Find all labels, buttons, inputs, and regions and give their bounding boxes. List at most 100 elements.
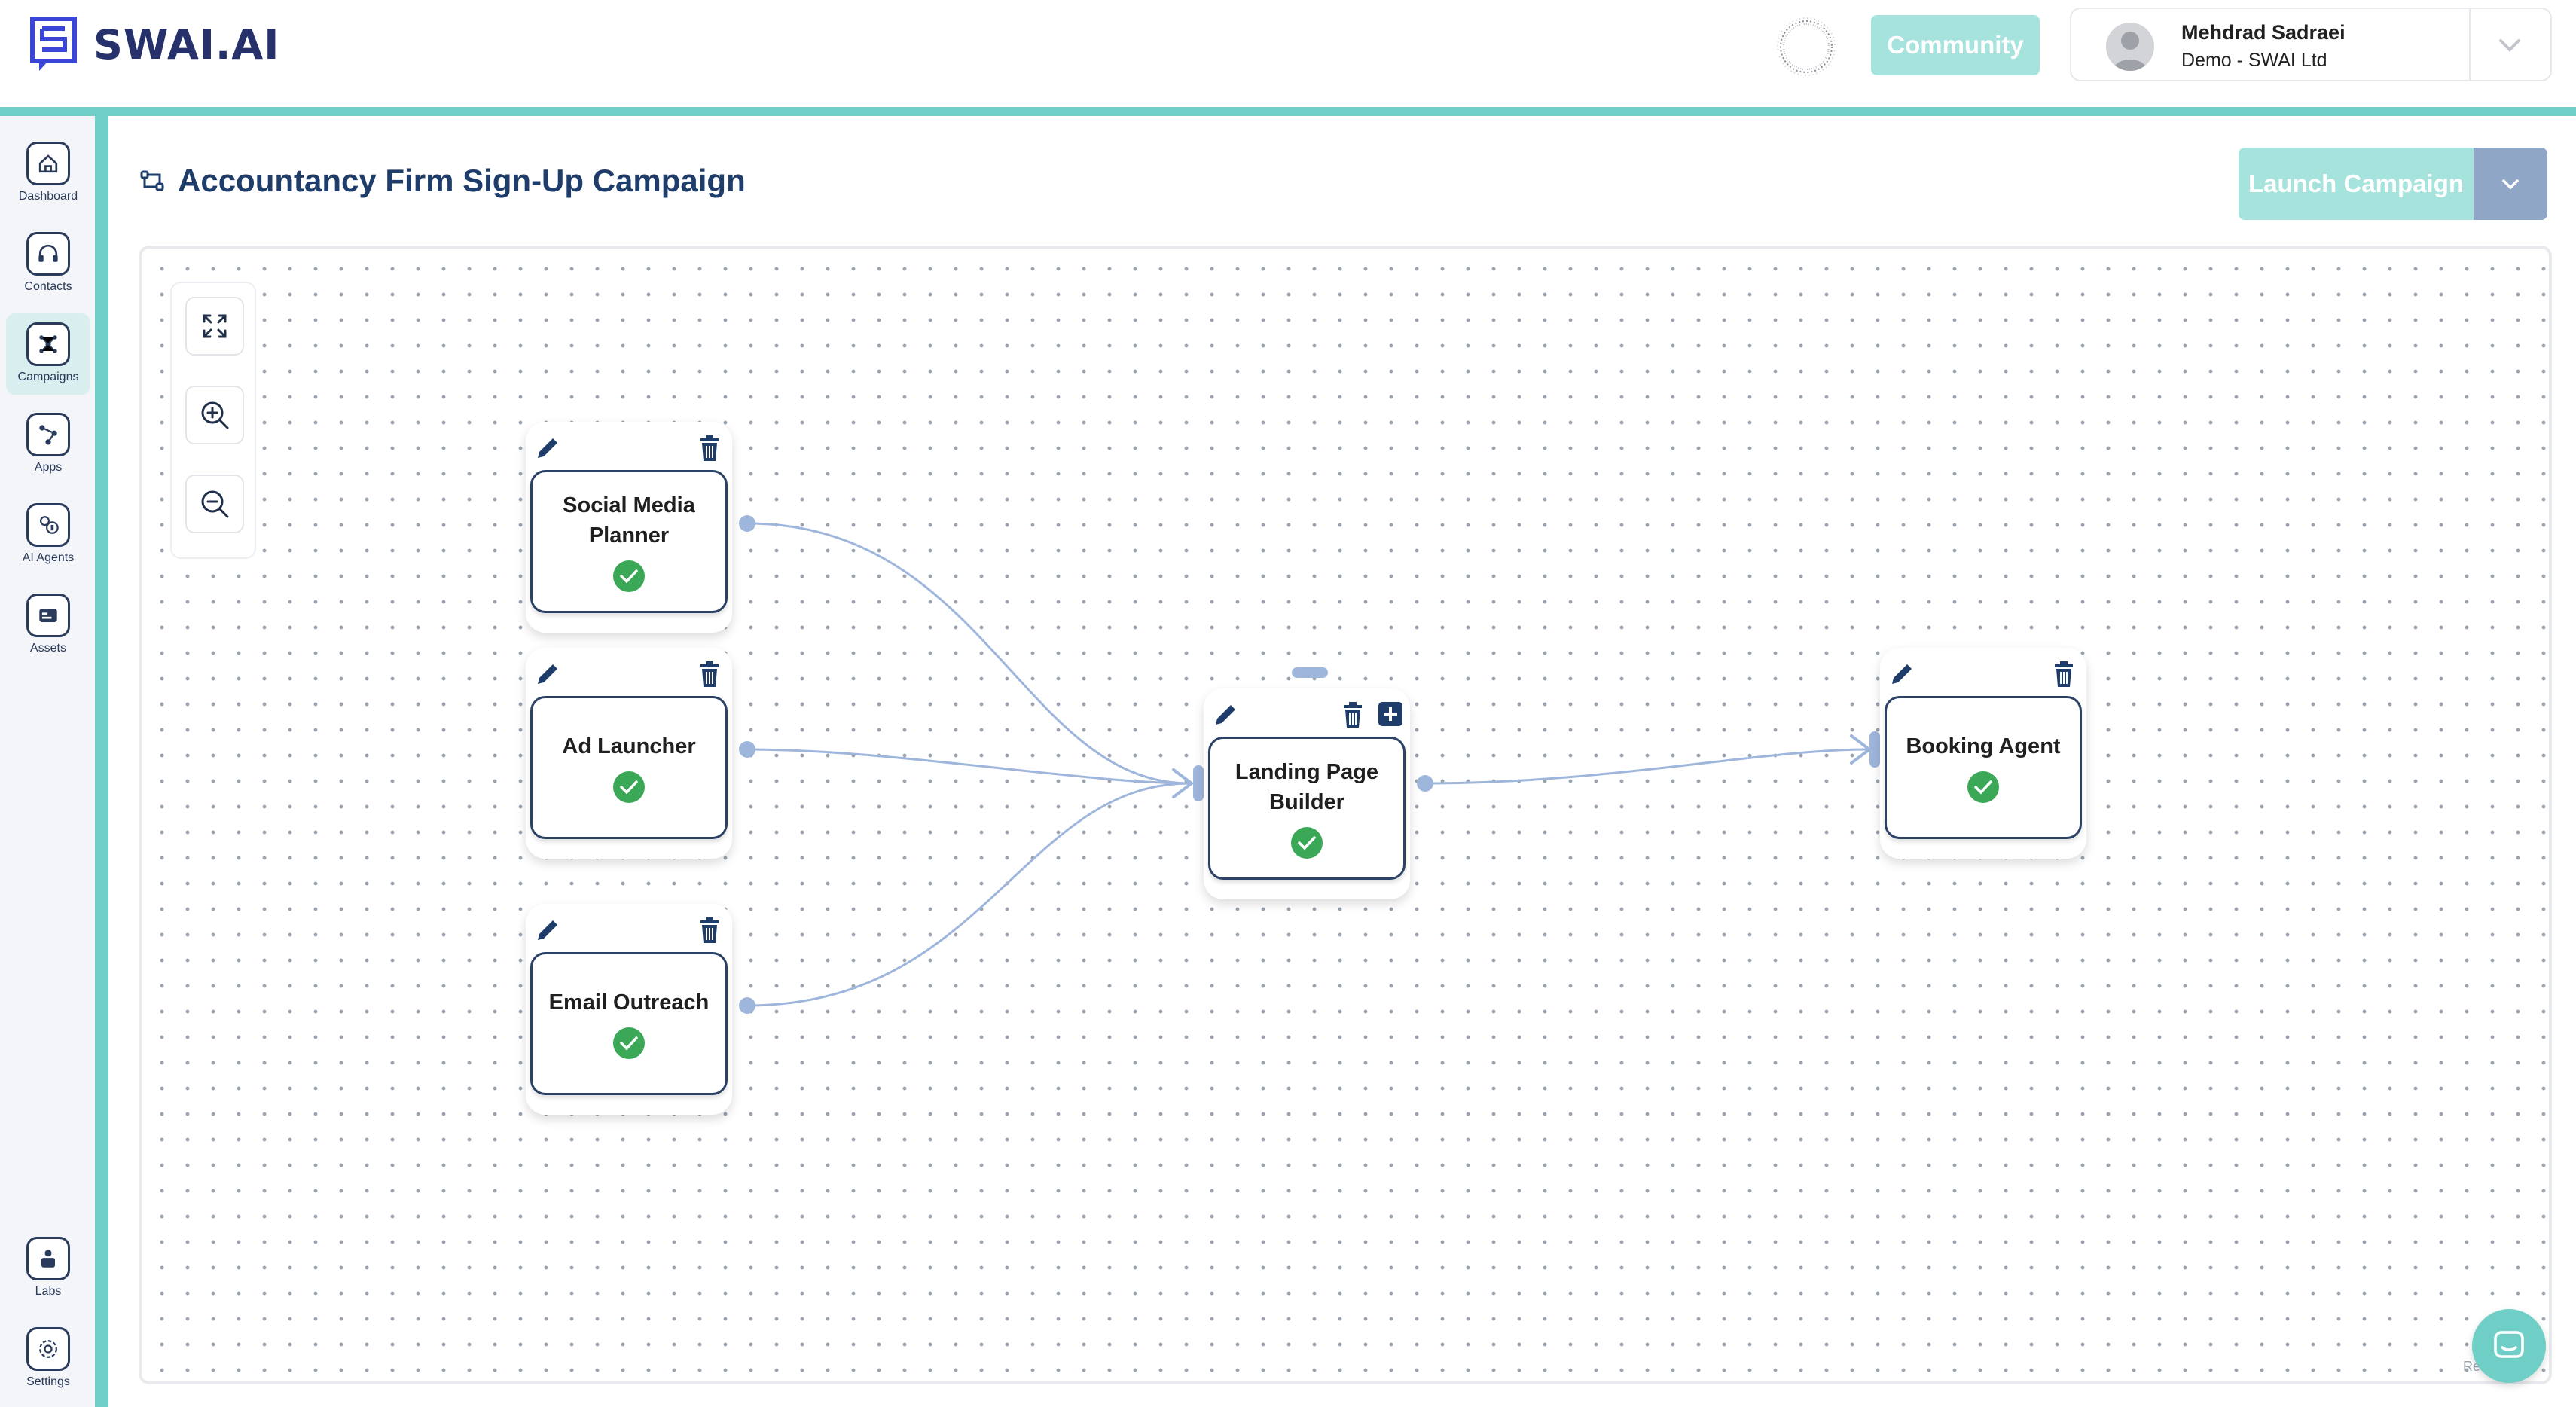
top-header: SWAI.AI Community Mehdrad Sadraei Demo -… xyxy=(0,0,2576,107)
sidebar-item-apps[interactable]: Apps xyxy=(6,404,90,485)
sidebar: Dashboard Contacts Campaigns Apps AI Age… xyxy=(0,116,95,1407)
brand-name: SWAI.AI xyxy=(93,20,280,69)
output-port[interactable] xyxy=(1417,775,1433,792)
agents-icon xyxy=(26,503,70,547)
node-title: Booking Agent xyxy=(1906,734,2061,758)
home-icon xyxy=(26,142,70,185)
add-node-icon[interactable] xyxy=(1377,700,1404,728)
launch-campaign-group: Launch Campaign xyxy=(2239,148,2547,220)
sidebar-item-assets[interactable]: Assets xyxy=(6,584,90,666)
user-org: Demo - SWAI Ltd xyxy=(2181,50,2327,71)
sidebar-item-labs[interactable]: Labs xyxy=(6,1228,90,1309)
node-title: Email Outreach xyxy=(548,990,710,1015)
header-accent-band xyxy=(0,107,2576,116)
edge-ad-to-landing xyxy=(746,748,1191,785)
sidebar-item-label: Contacts xyxy=(24,280,72,293)
sidebar-item-dashboard[interactable]: Dashboard xyxy=(6,133,90,214)
sidebar-accent-band xyxy=(95,116,108,1407)
pencil-icon[interactable] xyxy=(1888,660,1916,688)
trash-icon[interactable] xyxy=(1341,700,1365,729)
headset-icon xyxy=(26,232,70,276)
campaign-flow-icon xyxy=(140,170,164,191)
node-card[interactable]: Ad Launcher xyxy=(530,696,728,839)
campaign-icon xyxy=(26,322,70,366)
sidebar-item-label: AI Agents xyxy=(22,551,75,564)
zoom-out-button[interactable] xyxy=(185,475,244,533)
node-card[interactable]: Social Media Planner xyxy=(530,470,728,613)
swai-logo-icon xyxy=(30,17,77,71)
user-name: Mehdrad Sadraei xyxy=(2181,21,2346,44)
chevron-down-icon xyxy=(2502,179,2519,190)
page-title-text: Accountancy Firm Sign-Up Campaign xyxy=(178,163,746,198)
sidebar-item-label: Campaigns xyxy=(17,371,79,383)
sidebar-item-ai-agents[interactable]: AI Agents xyxy=(6,494,90,575)
brand-logo[interactable]: SWAI.AI xyxy=(30,17,279,72)
avatar xyxy=(2106,23,2154,71)
pencil-icon[interactable] xyxy=(533,434,562,462)
trash-icon[interactable] xyxy=(2052,660,2076,688)
zoom-in-icon xyxy=(201,401,229,429)
sidebar-item-label: Labs xyxy=(35,1285,62,1298)
main-content: Accountancy Firm Sign-Up Campaign Launch… xyxy=(108,116,2576,1407)
trash-icon[interactable] xyxy=(697,434,722,462)
sidebar-item-label: Apps xyxy=(34,461,63,474)
pencil-icon[interactable] xyxy=(1211,700,1240,729)
zoom-out-icon xyxy=(201,490,229,518)
expand-icon xyxy=(203,314,227,338)
input-handle[interactable] xyxy=(1869,731,1880,768)
node-card[interactable]: Booking Agent xyxy=(1885,696,2082,839)
node-title: Ad Launcher xyxy=(562,734,696,758)
input-handle[interactable] xyxy=(1193,765,1204,801)
edge-email-to-landing xyxy=(746,782,1191,1007)
pencil-icon[interactable] xyxy=(533,660,562,688)
node-card[interactable]: Landing Page Builder xyxy=(1208,737,1406,880)
zoom-in-button[interactable] xyxy=(185,386,244,444)
divider xyxy=(2469,9,2471,80)
node-title: Landing Page Builder xyxy=(1235,760,1379,814)
community-button[interactable]: Community xyxy=(1871,15,2040,75)
sidebar-item-contacts[interactable]: Contacts xyxy=(6,223,90,304)
chat-icon xyxy=(2494,1331,2524,1358)
flow-node-ad-launcher[interactable]: Ad Launcher xyxy=(526,648,732,859)
page-title: Accountancy Firm Sign-Up Campaign xyxy=(139,163,746,199)
output-port[interactable] xyxy=(739,741,755,758)
sidebar-item-campaigns[interactable]: Campaigns xyxy=(6,313,90,395)
fit-view-button[interactable] xyxy=(185,297,244,356)
output-port[interactable] xyxy=(739,997,755,1014)
labs-icon xyxy=(26,1237,70,1280)
loading-spinner-icon xyxy=(1777,17,1836,76)
flow-node-social-media-planner[interactable]: Social Media Planner xyxy=(526,422,732,633)
trash-icon[interactable] xyxy=(697,660,722,688)
user-silhouette-icon xyxy=(2114,32,2147,71)
user-menu[interactable]: Mehdrad Sadraei Demo - SWAI Ltd xyxy=(2070,8,2552,81)
assets-icon xyxy=(26,594,70,637)
check-circle-icon xyxy=(613,1027,645,1059)
sidebar-item-label: Dashboard xyxy=(18,190,78,203)
check-circle-icon xyxy=(1967,771,1999,803)
chevron-down-icon[interactable] xyxy=(2493,32,2526,59)
arrowhead-landing xyxy=(1172,768,1195,798)
sidebar-item-settings[interactable]: Settings xyxy=(6,1318,90,1399)
flow-icon xyxy=(26,413,70,456)
check-circle-icon xyxy=(613,771,645,803)
flow-canvas[interactable]: Social Media Planner Ad Launcher Email O… xyxy=(139,246,2552,1384)
sidebar-item-label: Assets xyxy=(29,642,66,655)
trash-icon[interactable] xyxy=(697,916,722,945)
output-port[interactable] xyxy=(739,515,755,532)
node-card[interactable]: Email Outreach xyxy=(530,952,728,1095)
gear-icon xyxy=(26,1327,70,1371)
pencil-icon[interactable] xyxy=(533,916,562,945)
node-title: Social Media Planner xyxy=(563,493,695,548)
chat-support-button[interactable] xyxy=(2472,1309,2546,1383)
edge-social-to-landing xyxy=(746,522,1191,785)
check-circle-icon xyxy=(613,560,645,592)
sidebar-item-label: Settings xyxy=(26,1375,70,1388)
launch-campaign-button[interactable]: Launch Campaign xyxy=(2239,148,2474,220)
flow-node-email-outreach[interactable]: Email Outreach xyxy=(526,904,732,1115)
canvas-controls xyxy=(170,282,256,559)
edge-landing-to-booking xyxy=(1424,748,1869,785)
flow-node-booking-agent[interactable]: Booking Agent xyxy=(1880,648,2086,859)
top-handle[interactable] xyxy=(1292,667,1328,678)
launch-options-button[interactable] xyxy=(2474,148,2547,220)
flow-node-landing-page-builder[interactable]: Landing Page Builder xyxy=(1204,688,1410,899)
